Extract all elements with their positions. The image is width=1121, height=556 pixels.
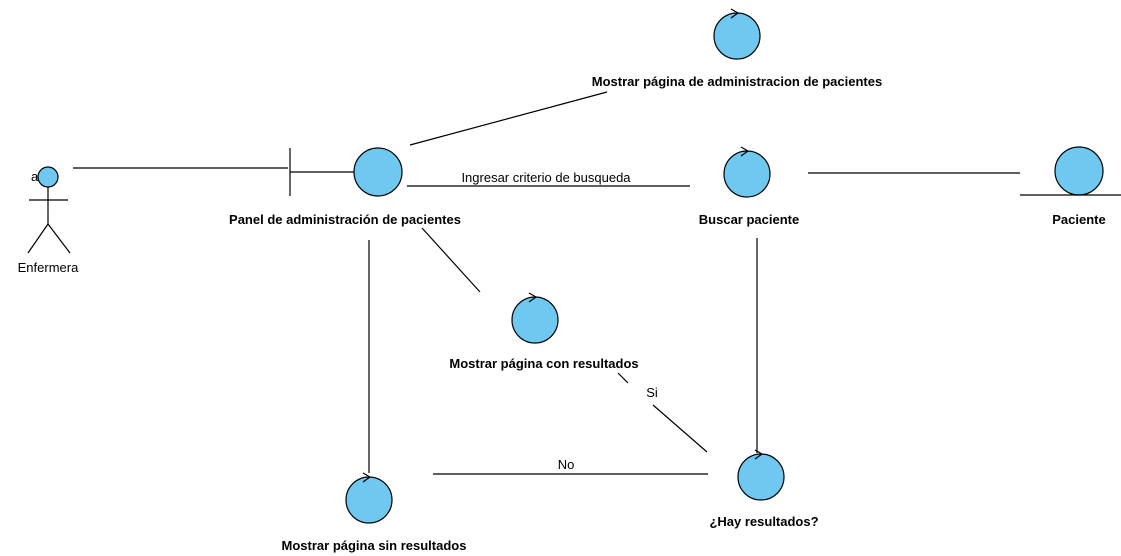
actor-label: Enfermera	[18, 260, 79, 275]
control-circle	[345, 476, 393, 524]
entity-circle	[1054, 146, 1104, 196]
patient-label: Paciente	[1052, 212, 1105, 227]
control-search[interactable]: Buscar paciente	[699, 146, 799, 227]
control-show-admin[interactable]: Mostrar página de administracion de paci…	[592, 8, 882, 89]
control-arrow	[754, 449, 763, 460]
show-admin-label: Mostrar página de administracion de paci…	[592, 74, 882, 89]
control-has-results[interactable]: ¿Hay resultados?	[709, 449, 819, 529]
boundary-circle	[353, 147, 403, 197]
control-arrow	[730, 8, 739, 19]
edge-show-results-has-results-a	[617, 372, 629, 384]
control-circle	[511, 296, 559, 344]
actor-leg-left	[27, 223, 49, 254]
actor-marker: a	[31, 169, 39, 184]
control-arrow	[740, 146, 749, 157]
control-arrow	[528, 292, 537, 303]
edge-panel-show-admin	[409, 91, 608, 146]
show-no-results-label: Mostrar página sin resultados	[282, 538, 467, 553]
control-circle	[737, 453, 785, 501]
edge-show-results-has-results-b	[652, 404, 708, 453]
boundary-panel[interactable]: Panel de administración de pacientes	[229, 147, 461, 227]
actor-head	[37, 166, 59, 188]
control-show-results[interactable]: Mostrar página con resultados	[449, 292, 639, 371]
actor-enfermera[interactable]: a Enfermera	[18, 166, 79, 275]
has-results-label: ¿Hay resultados?	[709, 514, 818, 529]
entity-patient[interactable]: Paciente	[1020, 146, 1121, 227]
edge-label-no: No	[558, 457, 575, 472]
connections	[73, 91, 1020, 475]
edge-panel-show-results	[421, 227, 481, 293]
edge-label-yes: Si	[646, 385, 658, 400]
search-label: Buscar paciente	[699, 212, 799, 227]
control-circle	[713, 12, 761, 60]
control-show-no-results[interactable]: Mostrar página sin resultados	[282, 472, 467, 553]
show-results-label: Mostrar página con resultados	[449, 356, 638, 371]
actor-leg-right	[47, 223, 71, 254]
edge-label-search-criteria: Ingresar criterio de busqueda	[461, 170, 631, 185]
panel-label: Panel de administración de pacientes	[229, 212, 461, 227]
control-arrow	[362, 472, 371, 483]
control-circle	[723, 150, 771, 198]
